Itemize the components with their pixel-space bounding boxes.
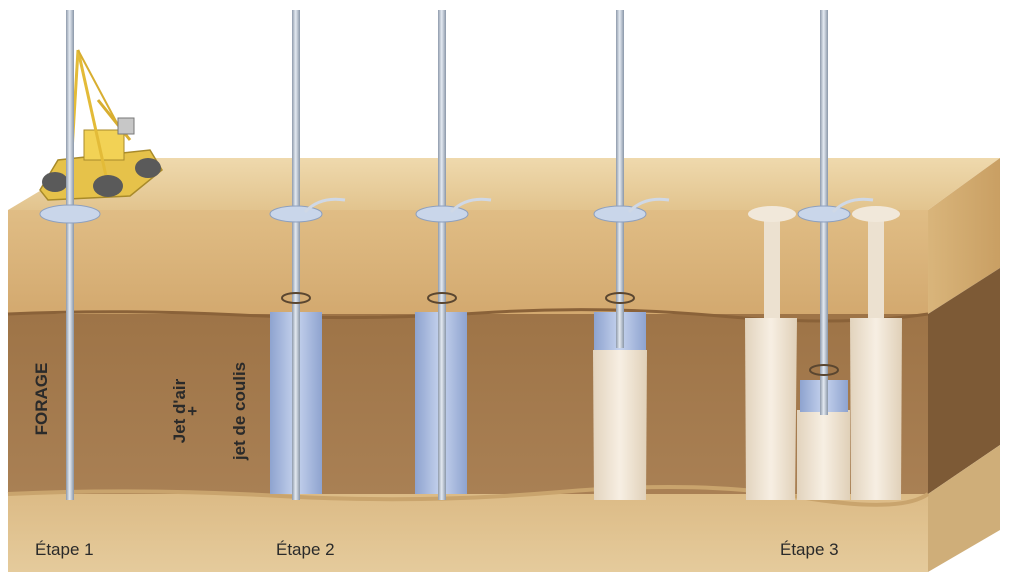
jet-label-line2: jet de coulis (230, 361, 249, 461)
jet-label: Jet d'air + jet de coulis (150, 338, 280, 488)
sand-layer (8, 210, 928, 314)
surface-collars (39, 197, 874, 224)
forage-label: FORAGE (32, 362, 51, 436)
bottom-boundary-line (7, 485, 930, 507)
rotation-arrows (281, 292, 839, 376)
step3-label: Étape 3 (780, 540, 839, 559)
step2-label: Étape 2 (276, 540, 335, 559)
jet-label-plus: + (183, 406, 202, 416)
ground-top-surface (8, 158, 1000, 210)
grout-column-3a (593, 350, 647, 500)
side-face-bottom (928, 445, 1000, 572)
drilling-rig-icon (39, 49, 163, 201)
grout-columns-group (745, 206, 902, 500)
bottom-sand-layer (8, 494, 928, 572)
step1-label: Étape 1 (35, 540, 94, 559)
side-face-top (928, 158, 1000, 314)
side-face-clay (928, 268, 1000, 494)
